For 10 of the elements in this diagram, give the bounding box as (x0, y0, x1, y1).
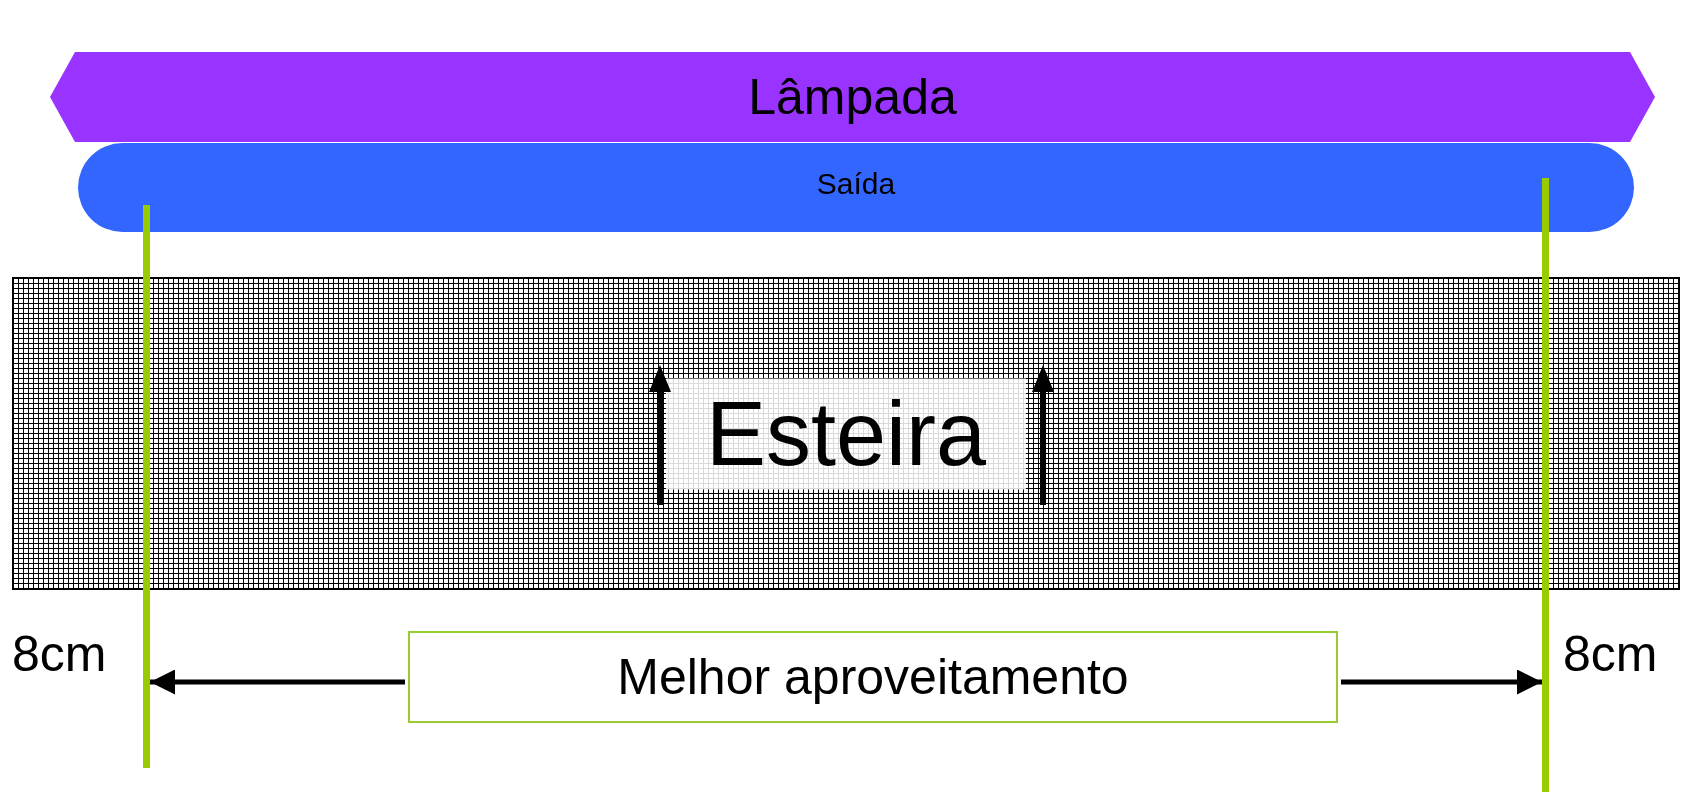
text-box (408, 631, 1338, 723)
box-label: Melhor aproveitamento (617, 649, 1129, 705)
belt-label: Esteira (665, 378, 1027, 489)
dimension-label: 8cm (12, 625, 107, 683)
lamp-label: Lâmpada (748, 69, 957, 125)
arrow (150, 669, 405, 695)
arrow (1341, 669, 1542, 695)
dimension-label: 8cm (1563, 625, 1658, 683)
output-label: Saída (816, 166, 896, 200)
conveyor-belt (12, 277, 1680, 590)
